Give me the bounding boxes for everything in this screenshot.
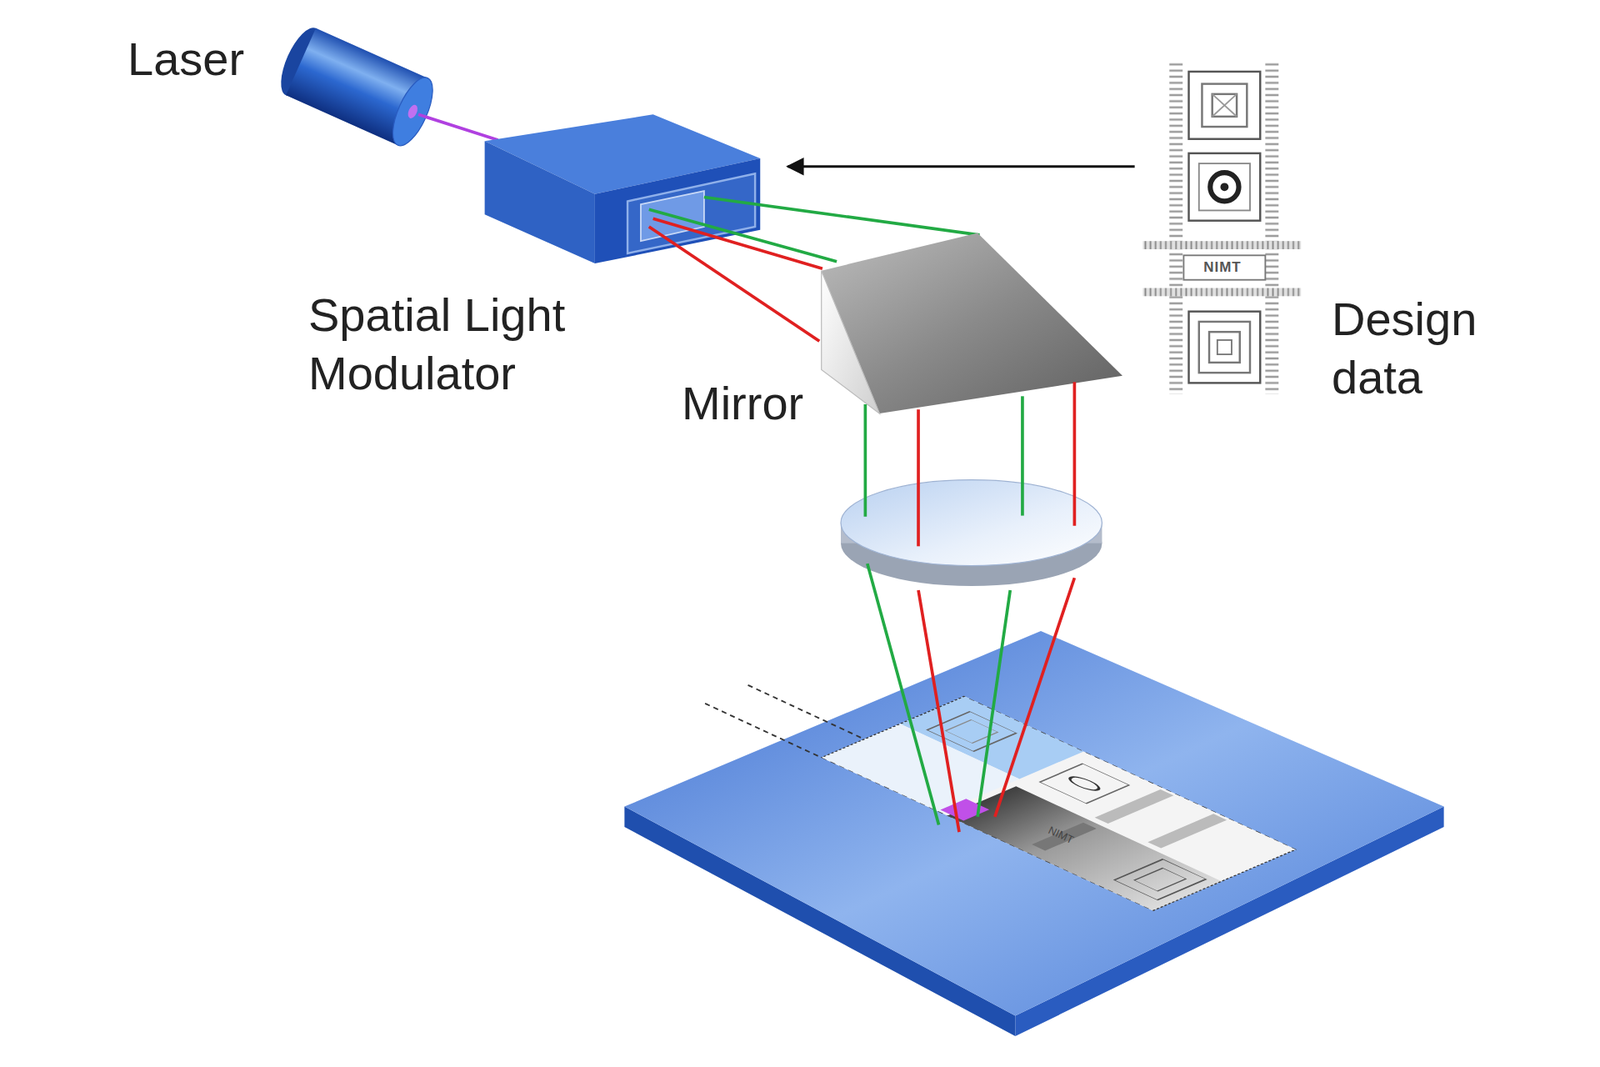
design-data-icon [1217,340,1232,355]
wafer [1065,775,1105,793]
design-data-icon [1142,61,1301,395]
light-beams [649,226,820,341]
component-label: Spatial Light Modulator [308,285,592,403]
mirror-prism [821,232,1123,414]
design-data-icon [1212,94,1237,117]
component-label: Design data [1331,290,1507,407]
mirror-prism [821,232,1123,414]
light-beams [653,218,823,269]
light-beams [867,563,940,825]
wafer [1095,789,1175,824]
wafer [821,695,1296,910]
lens [840,480,1102,566]
wafer [947,785,1222,910]
component-label: Mirror [681,374,804,433]
wafer [821,695,1296,910]
wafer [1040,763,1130,804]
wafer [821,695,1296,910]
design-data-icon [1209,331,1240,363]
design-data-icon [1199,321,1250,373]
laser-beam [418,114,499,140]
design-data-icon [1199,163,1250,210]
design-data-icon [1142,288,1301,297]
wafer [705,703,822,758]
wafer [624,630,1444,1016]
slm-box [485,114,761,264]
design-data-icon [1201,84,1247,127]
light-beams [649,209,837,261]
wafer [940,798,990,820]
light-beams [865,381,1075,832]
slm-box [627,173,755,254]
light-beams [1073,381,1077,526]
light-beams [1020,395,1025,515]
design-data-icon [1210,172,1239,201]
design-data-icon [1189,71,1261,140]
component-label: Laser [127,30,245,89]
data-arrow [787,165,1135,168]
laser-cylinder [385,72,441,151]
wafer [1134,867,1186,891]
design-data-icon [1183,255,1265,280]
design-data-icon [1265,61,1279,395]
design-data-icon [1142,240,1301,250]
light-beams [916,409,920,546]
design-data-icon [1220,182,1229,191]
lens [840,480,1102,586]
wafer [1147,813,1227,848]
design-data-icon [1189,153,1261,221]
mirror-prism [821,270,880,414]
chip-marking: NIMT [1203,258,1242,276]
light-beams [918,590,960,832]
light-beams [704,197,980,235]
light-beams [864,404,868,517]
laser-cylinder [272,22,440,151]
wafer [624,630,1444,1036]
design-data-icon [1169,61,1183,395]
slm-box [485,140,595,264]
design-data-icon [1212,94,1237,117]
design-data-icon [1212,94,1237,117]
light-beams [995,577,1075,817]
design-data-icon [1189,311,1261,384]
laser-cylinder [405,103,420,120]
wafer [1031,822,1097,851]
wafer [748,685,865,740]
